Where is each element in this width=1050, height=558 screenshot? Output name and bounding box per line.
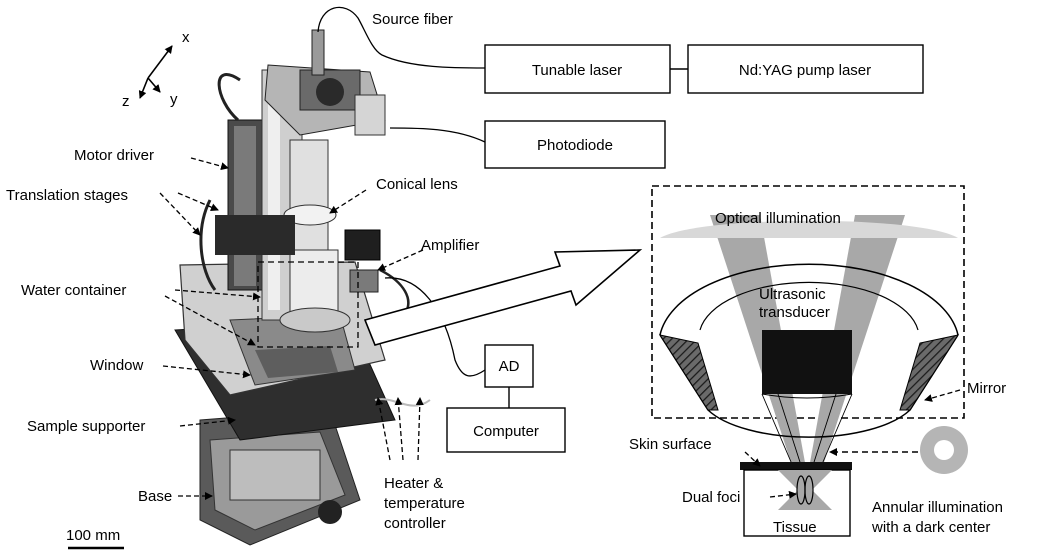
scale-bar-label: 100 mm <box>66 527 120 544</box>
source-fiber-label: Source fiber <box>372 11 453 28</box>
source-fiber-cable <box>317 6 486 69</box>
axis-y-label: y <box>170 91 178 108</box>
ultrasonic-label-line1: Ultrasonic <box>759 286 826 303</box>
dual-foci-label: Dual foci <box>682 489 740 506</box>
beam-right <box>805 215 905 490</box>
apparatus-photo <box>174 29 431 546</box>
base-label: Base <box>138 488 172 505</box>
ultrasonic-label-line2: transducer <box>759 304 830 321</box>
callouts <box>159 157 424 500</box>
computer-label: Computer <box>473 423 539 440</box>
axis-x-label: x <box>182 29 190 46</box>
tissue-label: Tissue <box>773 519 817 536</box>
translation-stages-label: Translation stages <box>6 187 128 204</box>
amplifier-cable <box>384 277 486 377</box>
water-container-label: Water container <box>21 282 126 299</box>
ad-box: AD <box>484 344 534 388</box>
focus-2 <box>804 475 814 505</box>
annular-label-line2: with a dark center <box>871 519 990 536</box>
optical-illumination-band <box>660 220 958 238</box>
photodiode-cable <box>389 127 486 143</box>
window-label: Window <box>90 357 144 374</box>
mirror-label: Mirror <box>967 380 1006 397</box>
heater-label-line3: controller <box>384 515 446 532</box>
cables <box>317 6 486 377</box>
axis-z-label: z <box>122 93 130 110</box>
tunable-laser-box: Tunable laser <box>484 44 671 94</box>
sample-supporter-label: Sample supporter <box>27 418 145 435</box>
tunable-laser-label: Tunable laser <box>532 62 622 79</box>
motor-driver-label: Motor driver <box>74 147 154 164</box>
pump-laser-label: Nd:YAG pump laser <box>739 62 871 79</box>
mirror-left <box>658 334 719 411</box>
amplifier-label: Amplifier <box>421 237 479 254</box>
heater-label-line2: temperature <box>384 495 465 512</box>
annular-label-line1: Annular illumination <box>872 499 1003 516</box>
heater-label-line1: Heater & <box>384 475 443 492</box>
skin-surface-label: Skin surface <box>629 436 712 453</box>
mirror-right <box>899 334 960 411</box>
conical-lens-label: Conical lens <box>376 176 458 193</box>
photodiode-label: Photodiode <box>537 137 613 154</box>
beam-left <box>710 215 810 490</box>
computer-box: Computer <box>446 407 566 453</box>
skin-surface-line <box>740 462 852 470</box>
inset-schematic <box>651 185 968 537</box>
zoom-source-box <box>257 261 359 348</box>
pump-laser-box: Nd:YAG pump laser <box>687 44 924 94</box>
ad-label: AD <box>499 358 520 375</box>
photodiode-box: Photodiode <box>484 120 666 169</box>
zoom-arrow <box>363 249 643 346</box>
axes-indicator <box>138 45 173 99</box>
optical-illumination-label: Optical illumination <box>715 210 841 227</box>
ultrasonic-transducer <box>762 330 852 394</box>
